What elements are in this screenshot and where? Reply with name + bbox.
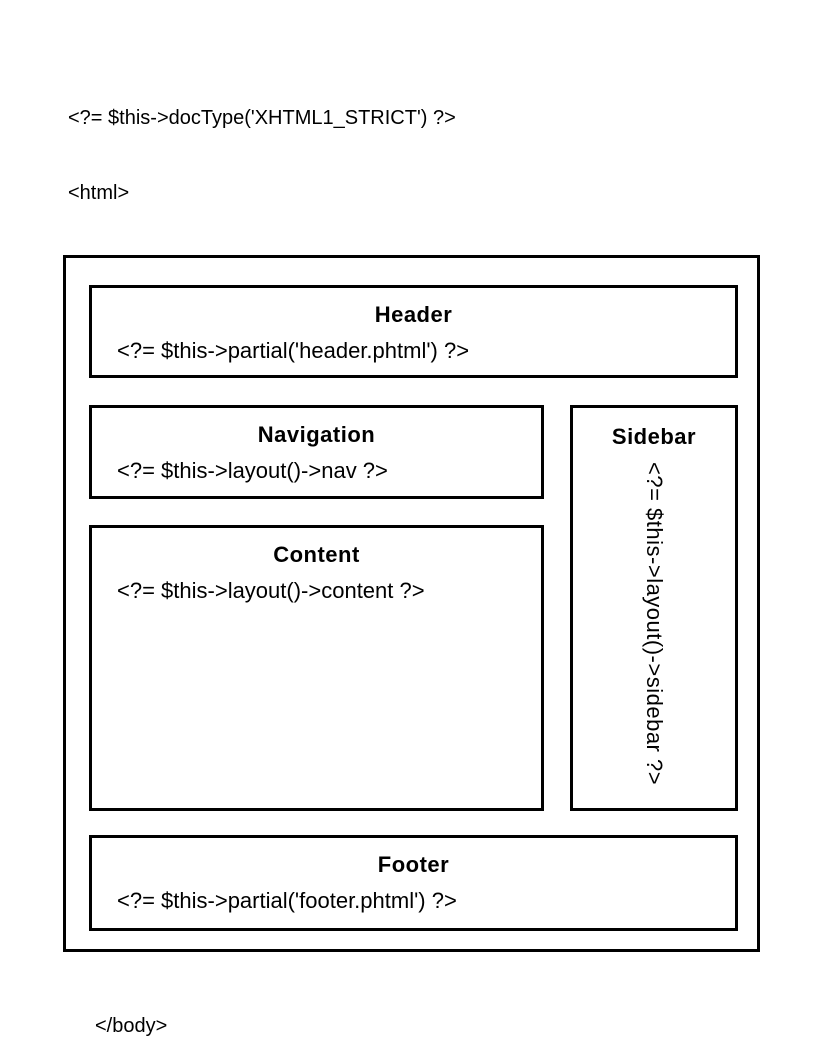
sidebar-box-title: Sidebar [611,424,697,449]
header-box-title: Header [374,302,453,327]
footer-box-title: Footer [377,852,450,877]
navigation-box: Navigation <?= $this->layout()->nav ?> [89,405,544,499]
header-box-code: <?= $this->partial('header.phtml') ?> [117,338,470,363]
footer-box-code: <?= $this->partial('footer.phtml') ?> [117,888,457,913]
sidebar-box: Sidebar <?= $this->layout()->sidebar ?> [570,405,738,811]
navigation-box-title: Navigation [257,422,376,447]
code-line: <html> [68,182,130,204]
content-box-title: Content [273,542,360,567]
content-box-code: <?= $this->layout()->content ?> [117,578,425,603]
body-container-box: Header <?= $this->partial('header.phtml'… [63,255,760,952]
footer-box: Footer <?= $this->partial('footer.phtml'… [89,835,738,931]
navigation-box-code: <?= $this->layout()->nav ?> [117,458,388,483]
source-code-bottom: </body> </html> [68,964,167,1056]
sidebar-box-code: <?= $this->layout()->sidebar ?> [642,462,667,786]
content-box: Content <?= $this->layout()->content ?> [89,525,544,811]
code-line: </body> [95,1015,168,1037]
header-box: Header <?= $this->partial('header.phtml'… [89,285,738,378]
code-line: <?= $this->docType('XHTML1_STRICT') ?> [68,107,456,129]
